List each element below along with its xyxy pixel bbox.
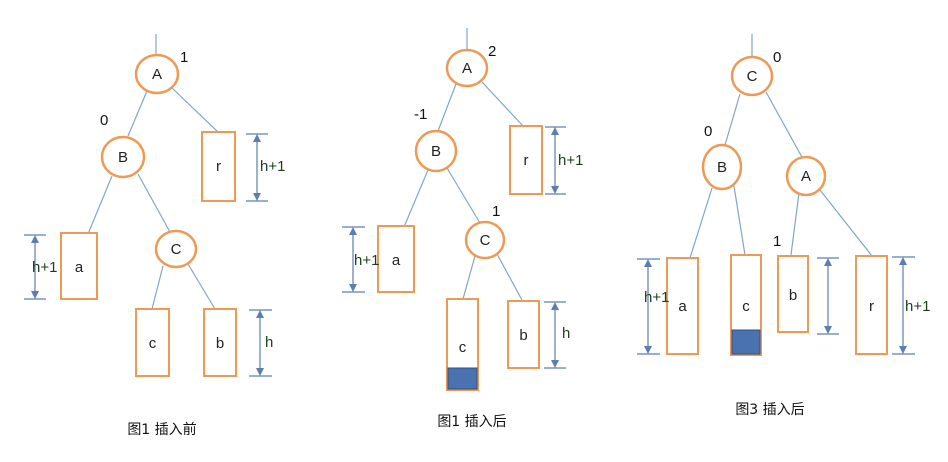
subtree-label: c <box>742 298 750 315</box>
edge-C-c <box>462 255 476 300</box>
tree-node: C <box>154 229 198 269</box>
balance-factor: 0 <box>100 112 108 129</box>
figure-caption: 图1 插入前 <box>127 421 196 438</box>
tree-node: B 0 <box>100 112 146 179</box>
edge-C-B <box>724 93 741 146</box>
subtree-block: a <box>60 232 98 300</box>
subtree-block: b <box>203 308 237 377</box>
node-label: B <box>431 143 441 160</box>
tree-node: C 0 <box>730 49 781 97</box>
node-label: A <box>152 66 162 83</box>
height-indicator: h+1 <box>892 256 930 355</box>
subtree-block: c <box>135 308 170 377</box>
subtree-label: a <box>678 298 687 315</box>
height-indicator <box>817 257 839 335</box>
edge-A-r <box>481 81 524 127</box>
balance-factor: 0 <box>773 49 781 66</box>
subtree-block: b <box>507 300 540 369</box>
edge-B-C <box>137 173 171 233</box>
tree-node: C 1 <box>464 203 506 260</box>
figure-after-insert: A 2 B -1 C 1 r h+1 a <box>342 28 583 430</box>
height-indicator: h+1 <box>24 234 57 300</box>
inserted-node-block <box>447 367 478 390</box>
figure-after-rotation: C 0 B 0 A a h+1 c <box>637 34 930 418</box>
edge-A-B <box>437 83 457 132</box>
subtree-block: r <box>201 131 236 202</box>
node-label: C <box>480 232 491 249</box>
subtree-block: r <box>855 255 888 355</box>
height-indicator: h+1 <box>246 133 285 202</box>
figure-caption: 图1 插入后 <box>437 414 506 430</box>
balance-factor: 1 <box>180 49 188 66</box>
edge-B-a <box>689 187 713 259</box>
height-label: h+1 <box>260 158 285 175</box>
edge-C-c <box>151 265 164 310</box>
subtree-label: a <box>75 259 84 276</box>
edge-A-B <box>127 90 148 137</box>
edge-B-C <box>446 167 481 224</box>
node-label: A <box>462 60 472 77</box>
height-label: h <box>562 325 570 342</box>
subtree-block: a <box>666 257 699 355</box>
tree-node: A <box>785 155 827 197</box>
edge-C-A <box>765 91 804 160</box>
edge-A-r <box>171 87 219 133</box>
tree-node: A 1 <box>134 49 188 95</box>
subtree-label: b <box>789 287 797 304</box>
subtree-label: r <box>869 298 874 315</box>
figure-caption: 图3 插入后 <box>735 402 804 418</box>
balance-factor: 1 <box>773 233 781 250</box>
subtree-block: a <box>377 225 415 293</box>
height-label: h+1 <box>32 259 57 276</box>
balance-factor: 1 <box>492 203 500 220</box>
height-indicator: h+1 <box>342 226 379 293</box>
edge-B-a <box>403 169 429 228</box>
edge-A-r <box>819 189 873 257</box>
subtree-block: c <box>446 298 479 391</box>
height-label: h+1 <box>354 252 379 269</box>
subtree-block: b 1 <box>773 233 809 333</box>
height-label: h+1 <box>644 289 669 306</box>
height-label: h+1 <box>905 298 930 315</box>
subtree-label: c <box>459 339 467 356</box>
subtree-label: r <box>524 152 529 169</box>
subtree-block: c <box>730 254 762 356</box>
edge-C-b <box>496 253 523 301</box>
node-label: B <box>717 159 727 176</box>
height-label: h+1 <box>558 152 583 169</box>
height-indicator: h+1 <box>637 258 669 355</box>
inserted-node-block <box>731 329 761 355</box>
balance-factor: -1 <box>414 106 427 123</box>
subtree-label: b <box>519 327 527 344</box>
edge-A-b <box>790 192 800 256</box>
subtree-label: b <box>216 335 224 352</box>
subtree-label: c <box>149 335 157 352</box>
balance-factor: 2 <box>488 43 496 60</box>
edge-B-c <box>733 185 746 256</box>
subtree-block: r <box>509 125 543 195</box>
node-label: B <box>118 149 128 166</box>
figure-before-insert: A 1 B 0 C r h+1 a <box>24 34 285 438</box>
edge-C-b <box>187 263 216 310</box>
tree-node: B 0 <box>701 123 743 191</box>
node-label: A <box>801 168 811 185</box>
height-label: h <box>265 334 273 351</box>
height-indicator: h+1 <box>545 126 583 195</box>
balance-factor: 0 <box>704 123 712 140</box>
node-label: C <box>747 68 758 85</box>
tree-node: B -1 <box>414 106 458 173</box>
height-indicator: h <box>544 301 570 369</box>
subtree-label: r <box>216 158 221 175</box>
tree-node: A 2 <box>445 43 496 88</box>
node-label: C <box>171 241 182 258</box>
edge-B-a <box>87 175 113 235</box>
height-indicator: h <box>249 309 273 377</box>
subtree-label: a <box>392 252 401 269</box>
